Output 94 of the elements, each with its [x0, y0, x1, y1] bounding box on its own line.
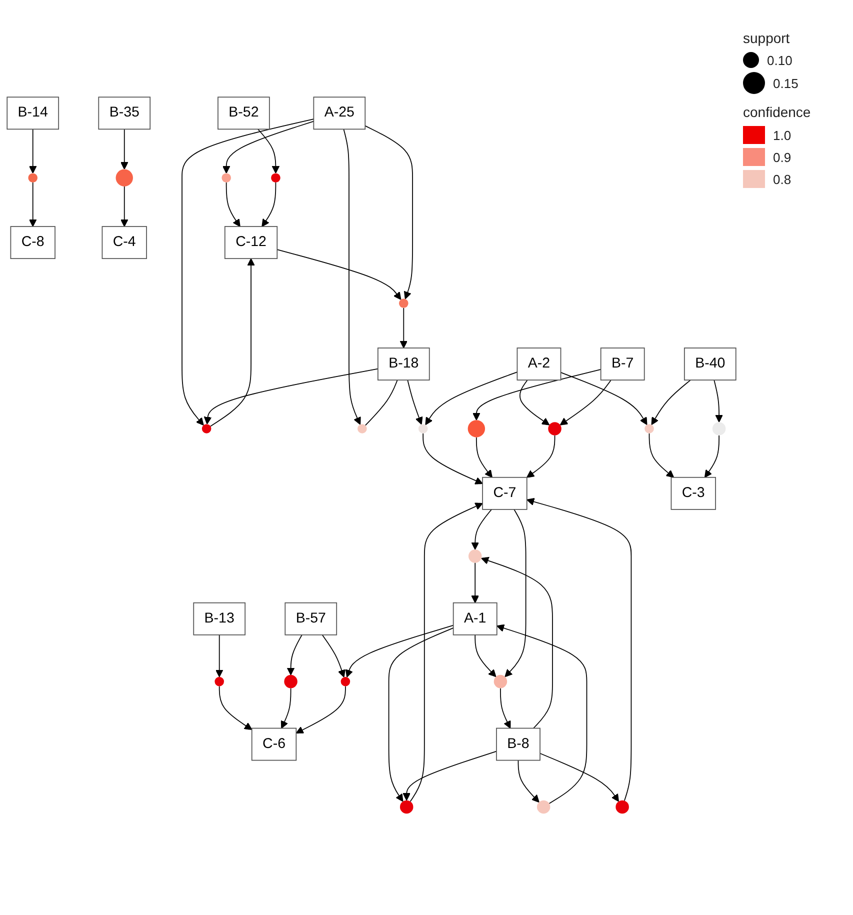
node-circle — [28, 173, 38, 183]
node-box: C-6 — [251, 728, 297, 761]
arrow — [364, 125, 413, 300]
arrow — [560, 372, 648, 426]
arrow — [28, 128, 37, 174]
node-box: B-40 — [684, 348, 736, 381]
arrow — [345, 625, 454, 678]
node-box: B-57 — [284, 602, 338, 636]
legend-title: support — [743, 30, 791, 46]
node-circle — [284, 675, 298, 688]
arrow — [262, 182, 276, 227]
arrow — [471, 562, 480, 604]
legend-title: confidence — [743, 104, 812, 120]
arrow — [472, 369, 602, 421]
arrow — [182, 118, 314, 426]
arrow — [218, 686, 252, 730]
node-circle — [536, 800, 550, 814]
node-box: B-52 — [218, 96, 270, 130]
node-circle — [616, 800, 629, 814]
arrow — [651, 380, 691, 426]
node-circle — [340, 677, 350, 686]
arrow — [518, 760, 540, 803]
node-circle — [712, 422, 726, 436]
legend-label: 0.10 — [767, 52, 792, 68]
arrow — [481, 556, 553, 729]
arrow — [402, 750, 497, 801]
arrow — [296, 686, 346, 734]
node-circle — [418, 424, 428, 434]
node-box: B-13 — [193, 602, 246, 636]
node-box: C-8 — [10, 226, 56, 260]
node-box: B-35 — [98, 96, 151, 130]
node-circle — [214, 677, 224, 686]
arrow — [280, 688, 292, 729]
arrow — [286, 634, 302, 676]
arrow — [400, 308, 408, 348]
legend-label: 0.8 — [773, 172, 792, 186]
arrow — [714, 380, 723, 423]
node-circle — [468, 420, 486, 438]
arrow — [560, 380, 612, 426]
legend-label: 0.15 — [773, 76, 798, 90]
arrow — [422, 433, 483, 484]
node-circle — [400, 800, 414, 814]
node-circle — [358, 424, 367, 434]
node-circle — [548, 422, 562, 436]
legend-label: 1.0 — [773, 128, 792, 142]
node-box: B-18 — [377, 348, 430, 381]
arrow — [540, 753, 619, 802]
node-box: A-25 — [313, 96, 366, 130]
arrow — [476, 436, 492, 478]
arrow — [704, 435, 720, 478]
legend-label: 0.9 — [773, 150, 792, 164]
node-box: A-2 — [516, 348, 562, 381]
arrow — [471, 509, 492, 550]
arrow — [28, 182, 37, 227]
arrow — [204, 368, 378, 425]
node-circle — [468, 550, 482, 563]
arrow — [215, 634, 224, 678]
arrow — [210, 258, 255, 427]
connector — [364, 380, 398, 426]
arrow — [322, 634, 346, 678]
arrow — [496, 624, 588, 804]
node-circle — [202, 424, 212, 434]
arrow — [407, 380, 423, 425]
arrow — [526, 435, 556, 478]
arrow — [500, 688, 511, 729]
node-box: C-4 — [102, 226, 147, 260]
arrow — [120, 128, 128, 170]
arrow — [504, 509, 526, 678]
arrow — [343, 128, 361, 425]
arrow — [120, 186, 128, 227]
node-circle — [399, 298, 408, 308]
node-box: B-8 — [496, 728, 540, 761]
arrow — [388, 628, 454, 802]
arrow — [519, 380, 550, 426]
arrow — [526, 498, 632, 802]
node-box: B-14 — [6, 96, 60, 130]
node-box: C-3 — [670, 477, 716, 510]
arrow — [648, 433, 674, 478]
arrow — [257, 128, 280, 174]
arrow — [222, 121, 314, 174]
node-circle — [271, 173, 280, 183]
arrow — [276, 249, 402, 300]
node-box: A-1 — [452, 602, 498, 636]
arrow — [425, 372, 518, 426]
node-circle — [116, 169, 133, 187]
node-box: C-7 — [482, 477, 528, 510]
arrow — [410, 502, 483, 802]
node-box: B-7 — [600, 348, 645, 381]
node-circle — [644, 424, 654, 434]
arrow — [226, 182, 240, 227]
node-box: C-12 — [224, 226, 278, 260]
arrow — [474, 634, 496, 678]
node-circle — [494, 675, 508, 688]
node-circle — [222, 173, 231, 183]
